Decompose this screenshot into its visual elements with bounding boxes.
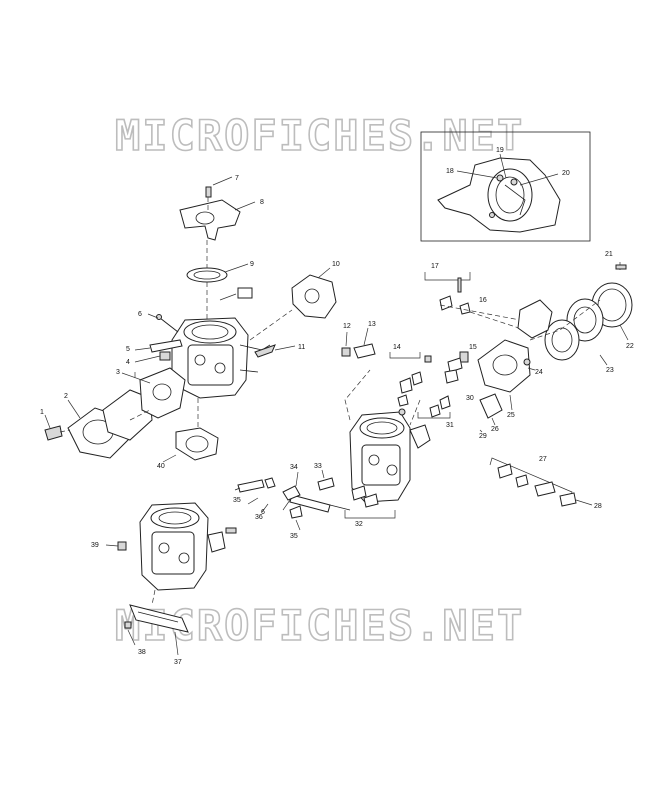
callout-39: 39	[91, 542, 99, 549]
parts-12-13	[341, 327, 376, 359]
right-pump-assembly	[477, 262, 633, 433]
callout-25: 25	[507, 412, 515, 419]
bracket-37	[124, 604, 189, 656]
watermark-top: MICROFICHES.NET	[115, 111, 524, 160]
callout-28: 28	[594, 503, 602, 510]
callout-33: 33	[314, 463, 322, 470]
fuel-pump-upper	[249, 267, 337, 341]
callout-38: 38	[138, 649, 146, 656]
callout-19: 19	[496, 147, 504, 154]
callout-30: 30	[466, 395, 474, 402]
callout-24: 24	[535, 369, 543, 376]
callout-9: 9	[250, 261, 254, 268]
callout-15: 15	[469, 344, 477, 351]
center-carburetor	[344, 369, 431, 503]
callout-26: 26	[491, 426, 499, 433]
callout-5: 5	[126, 346, 130, 353]
callout-36: 36	[255, 514, 263, 521]
inset-detail-box	[420, 131, 591, 242]
callout-16: 16	[479, 297, 487, 304]
hose-group	[234, 469, 351, 531]
watermark-bottom: MICROFICHES.NET	[115, 601, 524, 650]
callout-14: 14	[393, 344, 401, 351]
callout-13: 13	[368, 321, 376, 328]
callout-35-right: 35	[290, 533, 298, 540]
callout-6-lower: 6	[261, 509, 265, 516]
callout-12: 12	[343, 323, 351, 330]
parts-15-30-31	[417, 351, 469, 419]
callout-3: 3	[116, 369, 120, 376]
callout-32: 32	[355, 521, 363, 528]
callout-22: 22	[626, 343, 634, 350]
callout-21: 21	[605, 251, 613, 258]
callout-2: 2	[64, 393, 68, 400]
part-11-fittings	[254, 344, 296, 358]
parts-4-5-6-left	[134, 313, 183, 363]
callout-7: 7	[235, 175, 239, 182]
callout-8: 8	[260, 199, 264, 206]
callout-17: 17	[431, 263, 439, 270]
callout-6-upper: 6	[138, 311, 142, 318]
upper-left-carburetor	[171, 287, 271, 399]
callout-37: 37	[174, 659, 182, 666]
callout-4: 4	[126, 359, 130, 366]
callout-1: 1	[40, 409, 44, 416]
callout-23: 23	[606, 367, 614, 374]
parts-16-17	[424, 272, 526, 331]
parts-14-group	[389, 352, 432, 416]
callout-10: 10	[332, 261, 340, 268]
callout-18: 18	[446, 168, 454, 175]
callout-20: 20	[562, 170, 570, 177]
callout-31: 31	[446, 422, 454, 429]
parts-32-group	[344, 485, 396, 519]
callout-34: 34	[290, 464, 298, 471]
callout-35-left: 35	[233, 497, 241, 504]
parts-27-28	[489, 457, 593, 507]
left-pump-cover-group	[44, 367, 186, 459]
lower-left-carburetor	[105, 502, 237, 606]
callout-11: 11	[298, 344, 305, 351]
gasket-40	[162, 398, 219, 463]
callout-labels: 1 2 3 4 5 6 6 7 8 9 10 11 12 13 14 15 16…	[40, 147, 634, 666]
callout-29: 29	[479, 433, 487, 440]
callout-27: 27	[539, 456, 547, 463]
top-plate-group	[179, 176, 256, 320]
callout-40: 40	[157, 463, 165, 470]
